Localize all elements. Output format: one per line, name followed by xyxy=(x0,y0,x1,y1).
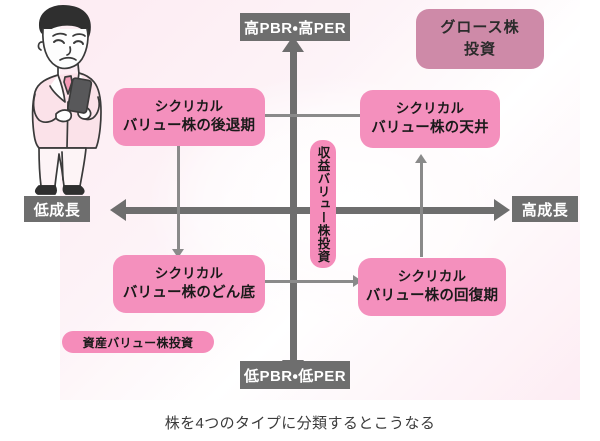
axis-vertical-line xyxy=(290,50,297,362)
strategy-growth-line1: グロース株 xyxy=(440,19,520,37)
cycle-arrow-right-head xyxy=(415,154,427,163)
strategy-asset-value-text: 資産バリュー株投資 xyxy=(82,335,194,350)
strategy-pill-asset-value[interactable]: 資産バリュー株投資 xyxy=(62,331,214,353)
quadrant-top-right-line1: シクリカル xyxy=(395,100,465,116)
strategy-pill-earnings-value[interactable]: 収益バリュー株投資 xyxy=(310,140,336,268)
axis-label-bottom-text: 低PBR・低PER xyxy=(243,367,347,385)
quadrant-box-bottom-right[interactable]: シクリカル バリュー株の回復期 xyxy=(358,258,506,316)
quadrant-top-right-line2: バリュー株の天井 xyxy=(371,120,489,137)
cycle-arrow-left-line xyxy=(177,146,180,251)
quadrant-box-top-left[interactable]: シクリカル バリュー株の後退期 xyxy=(113,88,265,146)
cycle-arrow-left-head xyxy=(172,249,184,258)
cycle-arrow-bottom-line xyxy=(243,280,355,283)
quadrant-top-left-line1: シクリカル xyxy=(154,98,224,114)
axis-label-top-text: 高PBR・高PER xyxy=(243,19,347,37)
strategy-growth-line2: 投資 xyxy=(463,41,496,58)
quadrant-box-top-right[interactable]: シクリカル バリュー株の天井 xyxy=(360,90,500,148)
axis-label-right: 高成長 xyxy=(512,196,578,222)
quadrant-bottom-left-line2: バリュー株のどん底 xyxy=(122,285,256,302)
axis-arrow-left xyxy=(110,199,126,221)
axis-label-right-text: 高成長 xyxy=(521,201,569,219)
figure-caption: 株を4つのタイプに分類するとこうなる xyxy=(0,412,600,433)
businessman-illustration xyxy=(8,2,128,202)
axis-label-bottom: 低PBR・低PER xyxy=(240,361,350,389)
axis-arrow-right xyxy=(494,199,510,221)
strategy-earnings-value-text: 収益バリュー株投資 xyxy=(315,145,330,263)
strategy-box-growth[interactable]: グロース株 投資 xyxy=(416,9,544,69)
cycle-arrow-bottom-head xyxy=(353,275,362,287)
cycle-arrow-right-line xyxy=(420,163,423,257)
figure-caption-text: 株を4つのタイプに分類するとこうなる xyxy=(164,415,436,432)
quadrant-bottom-right-line2: バリュー株の回復期 xyxy=(365,288,499,305)
axis-label-left-text: 低成長 xyxy=(33,201,81,219)
axis-label-left: 低成長 xyxy=(24,196,90,222)
quadrant-top-left-line2: バリュー株の後退期 xyxy=(122,118,256,135)
quadrant-bottom-left-line1: シクリカル xyxy=(154,265,224,281)
quadrant-bottom-right-line1: シクリカル xyxy=(397,268,467,284)
axis-label-top: 高PBR・高PER xyxy=(240,13,350,41)
cycle-arrow-top-line xyxy=(260,114,370,117)
quadrant-box-bottom-left[interactable]: シクリカル バリュー株のどん底 xyxy=(113,255,265,313)
